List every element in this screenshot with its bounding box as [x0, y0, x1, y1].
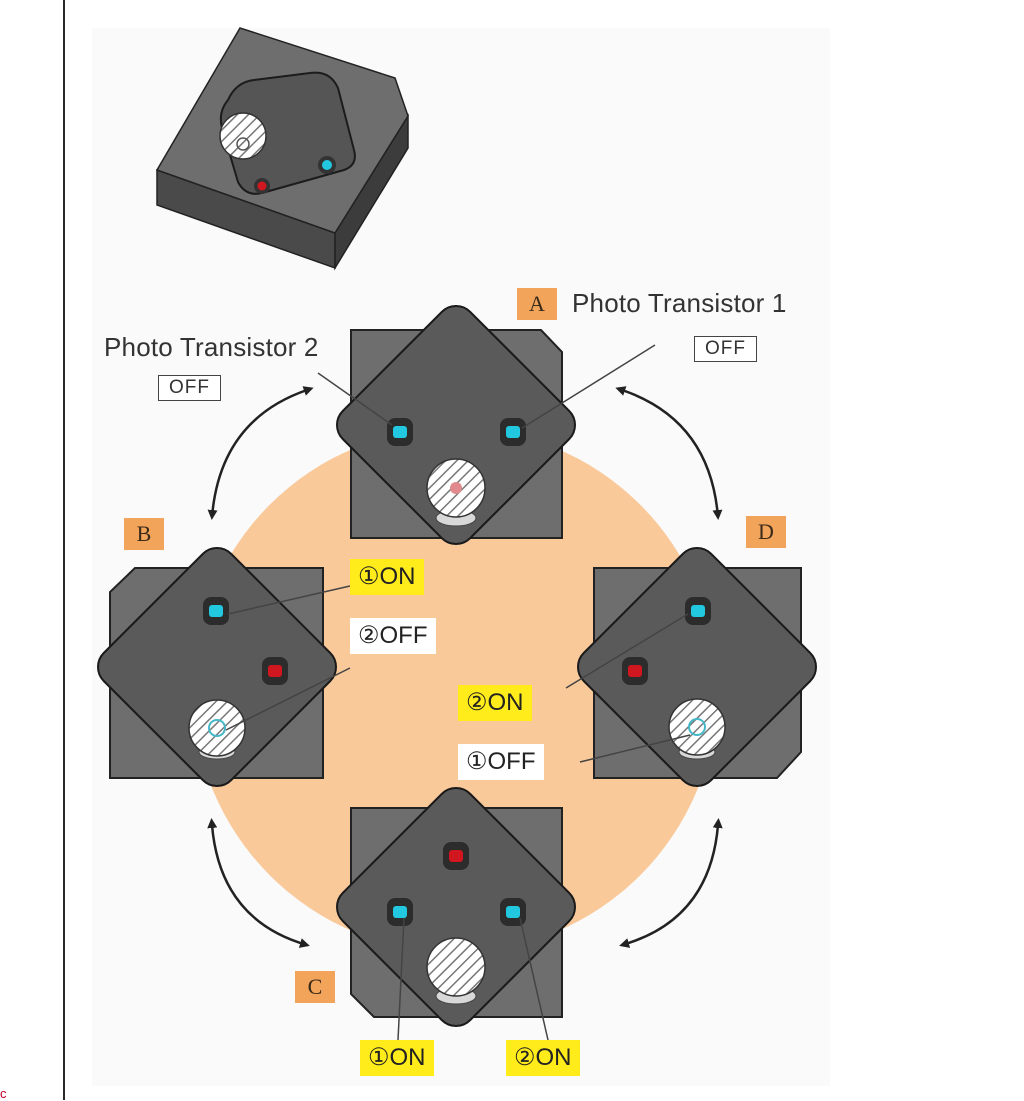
leader-d-pt2 [565, 613, 689, 689]
leader-d-pt1 [579, 734, 691, 763]
unit-b-shaft [188, 699, 246, 757]
position-tag-d: D [746, 516, 786, 548]
indicator-c-pt1: ①ON [360, 1040, 434, 1076]
corner-mark: c [0, 1086, 7, 1101]
leader-b-pt1 [227, 585, 351, 615]
position-tag-c: C [295, 971, 335, 1003]
indicator-b-pt2: ②OFF [350, 618, 436, 654]
pt2-state-box: OFF [158, 375, 221, 401]
unit-a [336, 305, 576, 545]
leader-c-pt2 [519, 917, 549, 1041]
module-shaft-hub [236, 137, 250, 151]
unit-c-shaft [426, 937, 486, 997]
indicator-b-pt1: ①ON [350, 559, 424, 595]
module-shaft [219, 112, 267, 160]
unit-c-plate [336, 787, 576, 1027]
arrow-a-b [207, 386, 314, 520]
indicator-d-pt2: ②ON [458, 685, 532, 721]
unit-c [336, 787, 576, 1027]
background-circle [193, 428, 717, 952]
position-tag-a: A [517, 288, 557, 320]
isometric-module [155, 27, 409, 271]
arrow-b-c [207, 818, 310, 948]
leader-pt1 [521, 344, 656, 429]
unit-b [97, 547, 337, 787]
arrow-a-d [615, 386, 723, 520]
leader-b-pt2 [225, 667, 351, 731]
unit-d-shaft [668, 698, 726, 756]
unit-d [577, 547, 817, 787]
position-tag-b: B [124, 518, 164, 550]
left-border-rule [63, 0, 65, 1100]
leader-pt2 [317, 372, 393, 426]
unit-d-plate [577, 547, 817, 787]
unit-a-plate [336, 305, 576, 545]
indicator-c-pt2: ②ON [506, 1040, 580, 1076]
photo-transistor-2-label: Photo Transistor 2 [104, 332, 319, 362]
indicator-d-pt1: ①OFF [458, 744, 544, 780]
arrow-d-c [619, 818, 723, 948]
leader-c-pt1 [397, 917, 405, 1041]
photo-transistor-1-label: Photo Transistor 1 [572, 288, 787, 318]
unit-b-plate [97, 547, 337, 787]
pt1-state-box: OFF [694, 336, 757, 362]
